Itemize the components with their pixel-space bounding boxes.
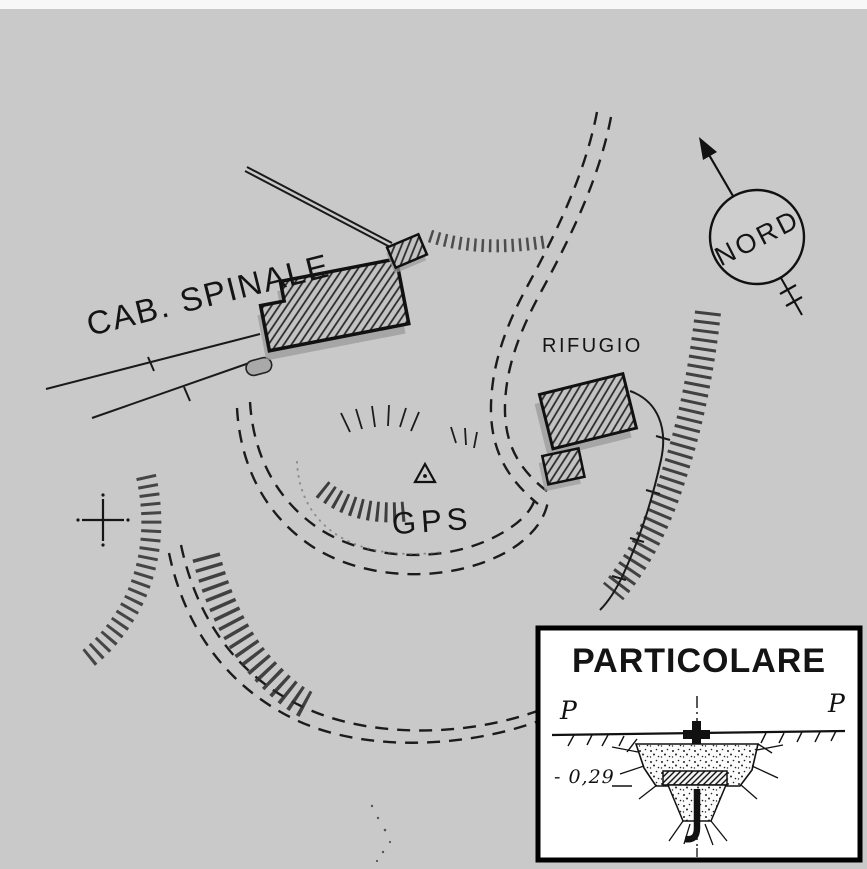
section-p-left: P [559, 696, 578, 725]
section-cracks [611, 744, 784, 857]
rifugio-annex [538, 446, 586, 492]
section-p-right: P [827, 689, 846, 718]
rifugio-label: RIFUGIO [542, 335, 643, 357]
depth-label: - 0,29 [554, 766, 615, 788]
inset-particolare: PARTICOLARE P P [535, 625, 863, 863]
surface-cross-mark [683, 721, 710, 748]
scan-speckles [370, 804, 392, 863]
gps-label: GPS [391, 501, 474, 542]
gps-survey-point-icon [413, 461, 437, 484]
buried-plate [662, 770, 728, 786]
inset-title: PARTICOLARE [572, 642, 826, 680]
cable-station-building [257, 256, 411, 361]
cable-car-cabin [245, 356, 273, 377]
cableway-lines [45, 166, 393, 419]
upper-cable-building [385, 232, 429, 274]
north-indicator [699, 137, 806, 316]
embankment-hachures [79, 229, 721, 718]
path-with-ticks [599, 390, 671, 611]
north-circle [708, 188, 806, 286]
north-arrowhead [699, 137, 717, 160]
anchor-bolt [684, 789, 701, 843]
cross-marker [76, 493, 130, 547]
rifugio-building [534, 371, 639, 459]
scan-margin-top [0, 0, 867, 9]
grass-tufts [340, 404, 478, 449]
